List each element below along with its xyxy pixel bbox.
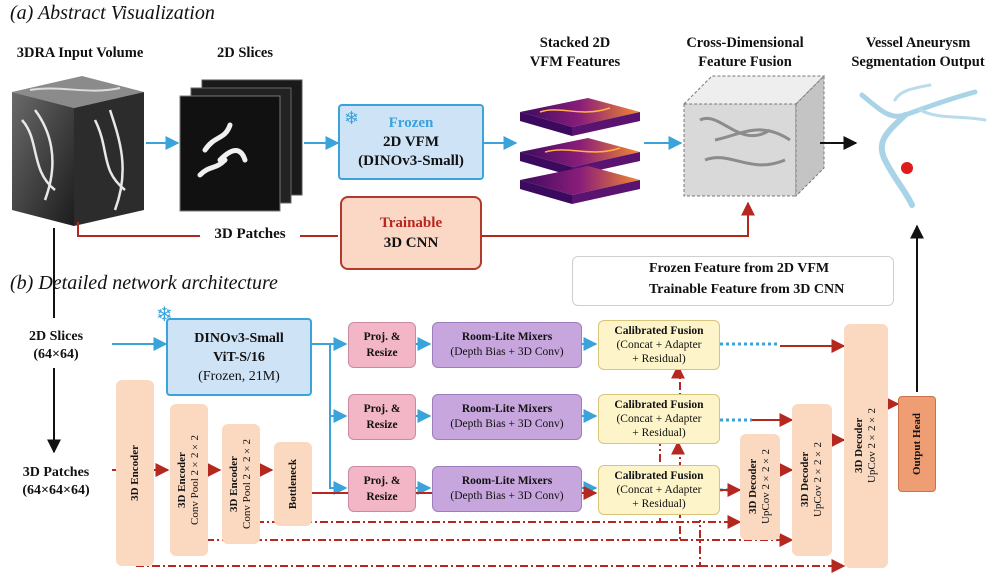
stacked-features-label-line1: Stacked 2D [539,35,611,51]
input-volume-label: 3DRA Input Volume [16,45,144,61]
decoder-block-3: 3D Decoder UpCov 2×2×2 [844,324,888,568]
patches-input-label: 3D Patches (64×64×64) [0,464,112,500]
segmentation-output-label-line2: Segmentation Output [851,54,985,70]
fusion-title: Calibrated Fusion [614,399,704,411]
proj-resize-line1: Proj. & [363,331,401,343]
trainable-cnn-name: 3D CNN [383,235,439,251]
encoder-block-2-title: 3D Encoder [176,452,188,508]
mixer-detail: (Depth Bias + 3D Conv) [450,346,564,358]
calibrated-fusion-box: Calibrated Fusion (Concat + Adapter + Re… [598,465,720,515]
decoder-block-3-sub: UpCov 2×2×2 [866,408,878,484]
dino-params: (Frozen, 21M) [198,368,280,384]
fusion-detail-line2: + Residual) [632,353,686,365]
fusion-detail-line1: (Concat + Adapter [616,339,702,351]
room-lite-mixer-box: Room-Lite Mixers (Depth Bias + 3D Conv) [432,322,582,368]
encoder-block-2-sub: Conv Pool 2×2×2 [189,434,201,525]
slices-input-line1: 2D Slices [28,329,84,344]
segmentation-output-label: Vessel Aneurysm Segmentation Output [836,34,1000,72]
proj-resize-line1: Proj. & [363,475,401,487]
snowflake-icon: ❄ [156,304,173,326]
proj-resize-box: Proj. & Resize [348,322,416,368]
fusion-detail-line2: + Residual) [632,498,686,510]
calibrated-fusion-box: Calibrated Fusion (Concat + Adapter + Re… [598,394,720,444]
bottleneck-block: Bottleneck [274,442,312,526]
decoder-block-1: 3D Decoder UpCov 2×2×2 [740,434,780,540]
decoder-block-2-text: 3D Decoder UpCov 2×2×2 [799,442,825,517]
legend: Frozen Feature from 2D VFM Trainable Fea… [572,256,894,306]
frozen-vfm-box: Frozen 2D VFM (DINOv3-Small) ❄ [338,104,484,180]
encoder-block-2: 3D Encoder Conv Pool 2×2×2 [170,404,208,556]
input-volume-cube-image [12,76,144,226]
proj-resize-box: Proj. & Resize [348,394,416,440]
output-head-title: Output Head [910,412,923,476]
decoder-block-1-text: 3D Decoder UpCov 2×2×2 [747,449,773,524]
encoder-block-3-title: 3D Encoder [228,456,240,512]
trainable-cnn-status: Trainable [379,215,443,231]
proj-resize-line2: Resize [366,347,398,359]
trainable-cnn-box: Trainable 3D CNN [340,196,482,270]
fusion-detail-line1: (Concat + Adapter [616,484,702,496]
fusion-title: Calibrated Fusion [614,470,704,482]
segmentation-output-label-line1: Vessel Aneurysm [865,35,971,51]
mixer-detail: (Depth Bias + 3D Conv) [450,490,564,502]
section-b-title: (b) Detailed network architecture [10,272,278,294]
dino-encoder-box: DINOv3-Small ViT-S/16 (Frozen, 21M) [166,318,312,396]
encoder-block-1-title: 3D Encoder [128,445,141,501]
output-head-block: Output Head [898,396,936,492]
fusion-detail-line1: (Concat + Adapter [616,413,702,425]
section-a-title: (a) Abstract Visualization [10,2,215,24]
slice-stack-image [179,79,303,212]
patches-input-line2: (64×64×64) [22,483,90,498]
patches-input-line1: 3D Patches [22,465,90,480]
bottleneck-title: Bottleneck [286,458,299,510]
dino-backbone: ViT-S/16 [213,349,265,365]
encoder-block-3-text: 3D Encoder Conv Pool 2×2×2 [228,439,254,529]
proj-resize-box: Proj. & Resize [348,466,416,512]
fusion-cube-image [682,74,826,198]
calibrated-fusion-box: Calibrated Fusion (Concat + Adapter + Re… [598,320,720,370]
feature-fusion-label-line2: Feature Fusion [698,54,792,70]
stacked-features-label-line2: VFM Features [529,54,621,70]
decoder-block-2-title: 3D Decoder [799,452,811,508]
dino-name: DINOv3-Small [194,330,284,346]
encoder-block-1: 3D Encoder [116,380,154,566]
mixer-title: Room-Lite Mixers [461,403,553,415]
mixer-title: Room-Lite Mixers [461,475,553,487]
feature-fusion-label: Cross-Dimensional Feature Fusion [660,34,830,72]
room-lite-mixer-box: Room-Lite Mixers (Depth Bias + 3D Conv) [432,466,582,512]
decoder-block-1-title: 3D Decoder [747,459,759,515]
vfm-feature-stack-image [520,98,640,204]
fusion-detail-line2: + Residual) [632,427,686,439]
decoder-block-2-sub: UpCov 2×2×2 [812,442,824,518]
decoder-block-2: 3D Decoder UpCov 2×2×2 [792,404,832,556]
frozen-vfm-name: 2D VFM [383,133,439,150]
legend-trainable-label: Trainable Feature from 3D CNN [649,282,845,297]
segmentation-output-image [859,83,987,208]
slices-label: 2D Slices [217,45,273,61]
mixer-title: Room-Lite Mixers [461,331,553,343]
encoder-block-3-sub: Conv Pool 2×2×2 [241,438,253,529]
patches-label: 3D Patches [214,226,286,242]
encoder-block-3: 3D Encoder Conv Pool 2×2×2 [222,424,260,544]
fusion-title: Calibrated Fusion [614,325,704,337]
decoder-block-3-title: 3D Decoder [853,418,865,474]
encoder-block-2-text: 3D Encoder Conv Pool 2×2×2 [176,435,202,525]
room-lite-mixer-box: Room-Lite Mixers (Depth Bias + 3D Conv) [432,394,582,440]
frozen-vfm-status: Frozen [388,114,434,131]
decoder-block-3-text: 3D Decoder UpCov 2×2×2 [853,408,879,483]
proj-resize-line2: Resize [366,491,398,503]
proj-resize-line1: Proj. & [363,403,401,415]
stacked-features-label: Stacked 2D VFM Features [500,34,650,72]
legend-frozen-label: Frozen Feature from 2D VFM [649,261,830,276]
slices-input-line2: (64×64) [33,347,79,362]
proj-resize-line2: Resize [366,419,398,431]
mixer-detail: (Depth Bias + 3D Conv) [450,418,564,430]
snowflake-icon: ❄ [344,108,360,128]
decoder-block-1-sub: UpCov 2×2×2 [760,449,772,525]
slices-input-label: 2D Slices (64×64) [0,328,112,364]
feature-fusion-label-line1: Cross-Dimensional [686,35,804,51]
frozen-vfm-model: (DINOv3-Small) [358,152,464,169]
